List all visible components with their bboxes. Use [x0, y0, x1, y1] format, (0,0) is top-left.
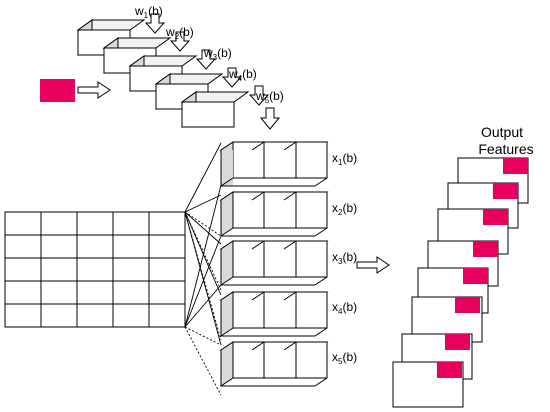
- down-arrow-icon: [259, 107, 281, 130]
- feature-label: x4(b): [332, 300, 357, 316]
- output-title-line1: Output: [481, 124, 523, 140]
- filter-bank: [76, 19, 250, 128]
- output-card: [392, 361, 464, 408]
- feature-label: x5(b): [332, 350, 357, 366]
- feature-map: [219, 191, 329, 237]
- feature-labels: x1(b) x2(b) x3(b) x4(b) x5(b): [332, 151, 357, 366]
- weight-label: w1(b): [134, 4, 163, 20]
- feature-map: [219, 240, 329, 286]
- output-feature-stack: [392, 157, 529, 408]
- feature-label: x2(b): [332, 201, 357, 217]
- feature-map: [219, 291, 329, 337]
- weight-label: w5(b): [255, 89, 284, 105]
- output-title-line2: Features: [478, 141, 533, 157]
- weight-label: w2(b): [165, 25, 194, 41]
- feature-map-stack: [219, 141, 329, 387]
- right-arrow-icon: [356, 256, 390, 274]
- feature-label: x1(b): [332, 151, 357, 167]
- weight-labels: w1(b) w2(b) w3(b) w4(b) w5(b): [134, 4, 284, 105]
- filter-block: [76, 19, 146, 56]
- weight-arrows: [145, 13, 281, 130]
- feature-label: x3(b): [332, 250, 357, 266]
- weight-label: w4(b): [228, 67, 257, 83]
- filter-block: [180, 91, 250, 128]
- weight-label: w3(b): [203, 46, 232, 62]
- right-arrow-icon: [77, 81, 111, 99]
- input-grid: [4, 211, 186, 328]
- input-block: [40, 79, 75, 102]
- feature-map: [219, 341, 329, 387]
- feature-map: [219, 141, 329, 187]
- connector-lines: [184, 142, 222, 396]
